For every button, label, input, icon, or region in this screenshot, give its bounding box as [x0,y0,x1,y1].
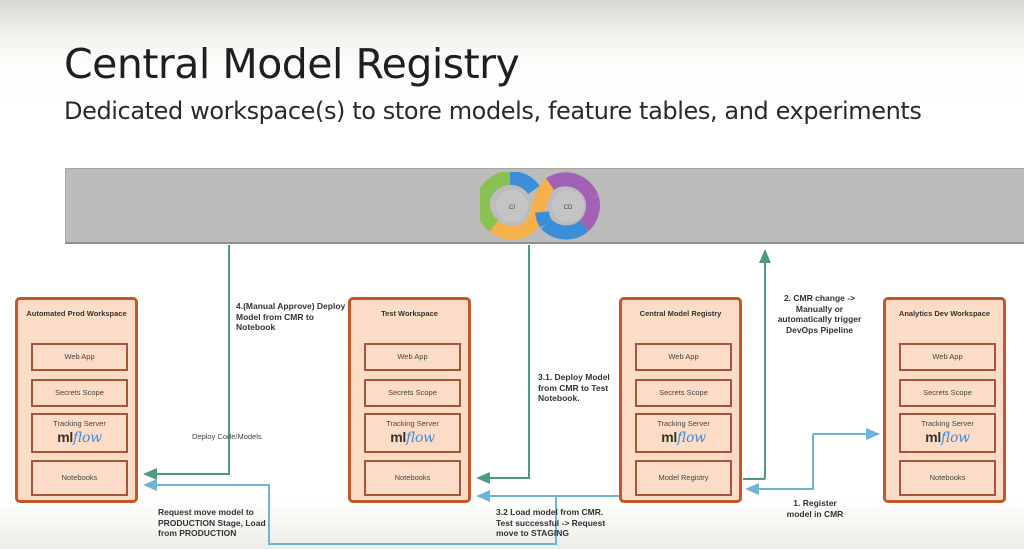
component-tracking-server: Tracking Server mlflow [899,413,996,453]
component-tracking-server: Tracking Server mlflow [635,413,732,453]
ci-segment-plan [480,194,499,232]
cd-segment-deploy [546,172,599,201]
mlflow-logo-icon: mlflow [57,429,102,446]
mlflow-logo-icon: mlflow [661,429,706,446]
arrow-step3-1-deploy-to-test [476,245,530,484]
page-title: Central Model Registry [64,40,520,88]
annotation-step2: 2. CMR change -> Manually or automatical… [777,293,862,335]
cd-segment-feedback [535,210,553,228]
cd-segment-operate [578,196,600,232]
component-web-app: Web App [899,343,996,371]
component-web-app: Web App [31,343,128,371]
cd-core [552,190,584,222]
arrow-request-production [143,479,557,545]
workspace-title: Automated Prod Workspace [26,309,127,318]
tracking-server-label: Tracking Server [921,419,974,428]
component-model-registry: Model Registry [635,460,732,496]
workspace-title: Analytics Dev Workspace [898,309,991,318]
component-secrets-scope: Secrets Scope [364,379,461,407]
workspace-analytics-dev: Analytics Dev Workspace Web App Secrets … [883,297,1006,503]
cd-segment-monitor [540,218,589,240]
annotation-step4: 4.(Manual Approve) Deploy Model from CMR… [236,301,346,332]
arrow-step4-deploy-to-prod [143,245,230,480]
tracking-server-label: Tracking Server [53,419,106,428]
ci-core [496,190,528,222]
tracking-server-label: Tracking Server [657,419,710,428]
component-secrets-scope: Secrets Scope [899,379,996,407]
component-secrets-scope: Secrets Scope [31,379,128,407]
cicd-infinity-icon: CI CD [480,172,600,240]
cd-label: CD [564,205,573,211]
annotation-step1: 1. Register model in CMR [786,498,844,519]
release-segment [523,178,556,234]
cd-loop: CD [535,172,600,240]
workspace-test: Test Workspace Web App Secrets Scope Tra… [348,297,471,503]
tracking-server-label: Tracking Server [386,419,439,428]
component-secrets-scope: Secrets Scope [635,379,732,407]
workspace-title: Test Workspace [381,309,438,318]
annotation-deploy-code: Deploy Code/Models [192,432,262,441]
component-notebooks: Notebooks [31,460,128,496]
annotation-step3-1: 3.1. Deploy Model from CMR to Test Noteb… [538,372,610,403]
annotation-request-production: Request move model to PRODUCTION Stage, … [158,507,266,538]
component-notebooks: Notebooks [364,460,461,496]
ci-segment-code [480,172,511,199]
ci-segment-build [509,172,540,195]
ci-label: CI [509,205,515,211]
mlflow-logo-icon: mlflow [390,429,435,446]
ci-segment-test [489,220,532,240]
mlflow-logo-icon: mlflow [925,429,970,446]
workspace-central-model-registry: Central Model Registry Web App Secrets S… [619,297,742,503]
component-tracking-server: Tracking Server mlflow [364,413,461,453]
arrow-step1-register-cmr [745,434,814,495]
component-web-app: Web App [364,343,461,371]
page-subtitle: Dedicated workspace(s) to store models, … [64,97,922,125]
component-notebooks: Notebooks [899,460,996,496]
workspace-automated-prod: Automated Prod Workspace Web App Secrets… [15,297,138,503]
ci-loop: CI [480,172,540,240]
annotation-step3-2: 3.2 Load model from CMR. Test successful… [496,507,606,538]
component-tracking-server: Tracking Server mlflow [31,413,128,453]
workspace-title: Central Model Registry [639,309,722,318]
component-web-app: Web App [635,343,732,371]
